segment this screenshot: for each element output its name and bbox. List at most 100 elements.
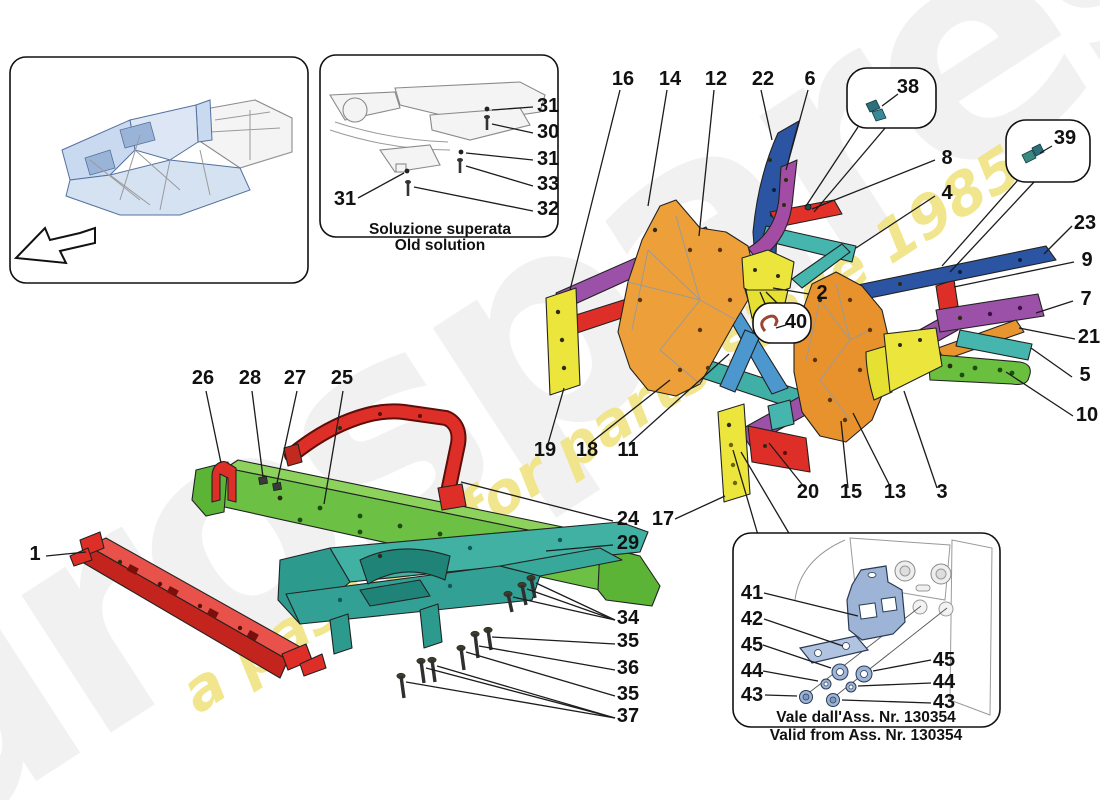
callout-43a: 43 — [741, 684, 763, 706]
callout-39: 39 — [1054, 127, 1076, 149]
part-27-fastener — [272, 482, 282, 491]
callout-35b: 35 — [617, 683, 639, 705]
callout-8: 8 — [941, 147, 952, 169]
callout-19: 19 — [534, 439, 556, 461]
callout-14: 14 — [659, 68, 682, 90]
callout-24: 24 — [617, 508, 640, 530]
callout-17: 17 — [652, 508, 674, 530]
callout-22: 22 — [752, 68, 774, 90]
callout-38: 38 — [897, 76, 919, 98]
old-solution-art — [329, 81, 546, 173]
validity-gray-art — [794, 537, 993, 716]
part-28-fastener — [258, 476, 268, 485]
bolt — [470, 630, 480, 659]
clip-icon — [871, 108, 887, 122]
callout-45a: 45 — [741, 634, 763, 656]
part-3-yellow-box — [865, 327, 943, 401]
callout-18: 18 — [576, 439, 598, 461]
bolt — [416, 657, 426, 684]
chassis-thumbnail — [61, 99, 293, 216]
part-10-green-beam — [927, 353, 1031, 386]
callout-31b: 31 — [537, 148, 559, 170]
old-solution-caption-en: Old solution — [395, 237, 485, 254]
callout-16: 16 — [612, 68, 634, 90]
callout-35a: 35 — [617, 630, 639, 652]
part-1-red-crossmember — [69, 531, 327, 679]
old-solution-lines — [357, 106, 534, 212]
callout-31a: 31 — [537, 95, 559, 117]
part-13-rear-orange-frame — [793, 271, 891, 443]
callout-32: 32 — [537, 198, 559, 220]
callout-15: 15 — [840, 481, 862, 503]
bolt — [526, 574, 537, 599]
inset-chassis-overview — [9, 56, 309, 284]
callout-33: 33 — [537, 173, 559, 195]
bolt — [427, 656, 437, 683]
part-41-bracket — [846, 565, 906, 641]
callout-41: 41 — [741, 582, 763, 604]
callout-11: 11 — [617, 439, 638, 461]
validity-caption-en: Valid from Ass. Nr. 130354 — [770, 727, 963, 744]
callout-10: 10 — [1076, 404, 1098, 426]
callout-25: 25 — [331, 367, 353, 389]
bolts-34-37 — [396, 574, 537, 699]
callout-26: 26 — [192, 367, 214, 389]
bubble-39: 39 — [1005, 119, 1091, 183]
callout-3: 3 — [936, 481, 947, 503]
main-callouts: 16 14 12 22 6 8 4 23 9 7 21 5 10 2 26 28… — [29, 68, 1100, 727]
part-5-teal-beam — [955, 329, 1033, 361]
callout-9: 9 — [1081, 249, 1092, 271]
part-14-front-orange-frame — [617, 199, 753, 397]
callout-20: 20 — [797, 481, 819, 503]
part-26-u-bracket — [211, 460, 237, 503]
callout-40: 40 — [785, 311, 807, 333]
callout-45b: 45 — [933, 649, 955, 671]
bracket-hardware — [798, 565, 906, 707]
callout-28: 28 — [239, 367, 261, 389]
old-solution-fasteners — [404, 106, 490, 196]
main-assembly — [69, 120, 1057, 699]
callout-34: 34 — [617, 607, 640, 629]
callout-23: 23 — [1074, 212, 1096, 234]
part-38-clip — [804, 203, 812, 211]
callout-13: 13 — [884, 481, 906, 503]
bubble-38: 38 — [846, 67, 937, 129]
part-20-red-beam — [747, 425, 811, 473]
callout-2: 2 — [816, 282, 827, 304]
callout-6: 6 — [804, 68, 815, 90]
bolt — [503, 590, 514, 613]
callout-31c: 31 — [334, 188, 356, 210]
validity-lines — [762, 592, 932, 704]
old-solution-caption-it: Soluzione superata — [369, 221, 511, 238]
callout-30: 30 — [537, 121, 559, 143]
callout-12: 12 — [705, 68, 727, 90]
callout-7: 7 — [1080, 288, 1091, 310]
part-24-red-tube — [283, 403, 467, 511]
inset-validity: 41 42 45 44 43 45 44 43 Vale dall'Ass. N… — [732, 532, 1001, 744]
callout-44b: 44 — [933, 671, 956, 693]
callout-44a: 44 — [741, 660, 764, 682]
callout-29: 29 — [617, 532, 639, 554]
hook-icon — [760, 314, 779, 332]
callout-27: 27 — [284, 367, 306, 389]
callout-37: 37 — [617, 705, 639, 727]
callout-42: 42 — [741, 608, 763, 630]
clip-icon — [865, 99, 881, 113]
inset-old-solution: 31 30 31 33 31 32 Soluzione superata Old… — [319, 54, 559, 254]
bolt — [517, 581, 528, 606]
validity-caption-it: Vale dall'Ass. Nr. 130354 — [776, 709, 956, 726]
bolt — [456, 644, 466, 671]
callout-lines — [45, 89, 1076, 719]
bolt — [483, 626, 493, 651]
callout-36: 36 — [617, 657, 639, 679]
callout-21: 21 — [1078, 326, 1100, 348]
callout-5: 5 — [1079, 364, 1090, 386]
callout-43b: 43 — [933, 691, 955, 713]
callout-4: 4 — [941, 182, 953, 204]
part-29-teal-subframe — [277, 521, 649, 655]
clip-icon — [1021, 149, 1037, 164]
callout-1: 1 — [29, 543, 40, 565]
part-teal-piece — [767, 399, 795, 431]
bolt — [396, 672, 406, 699]
